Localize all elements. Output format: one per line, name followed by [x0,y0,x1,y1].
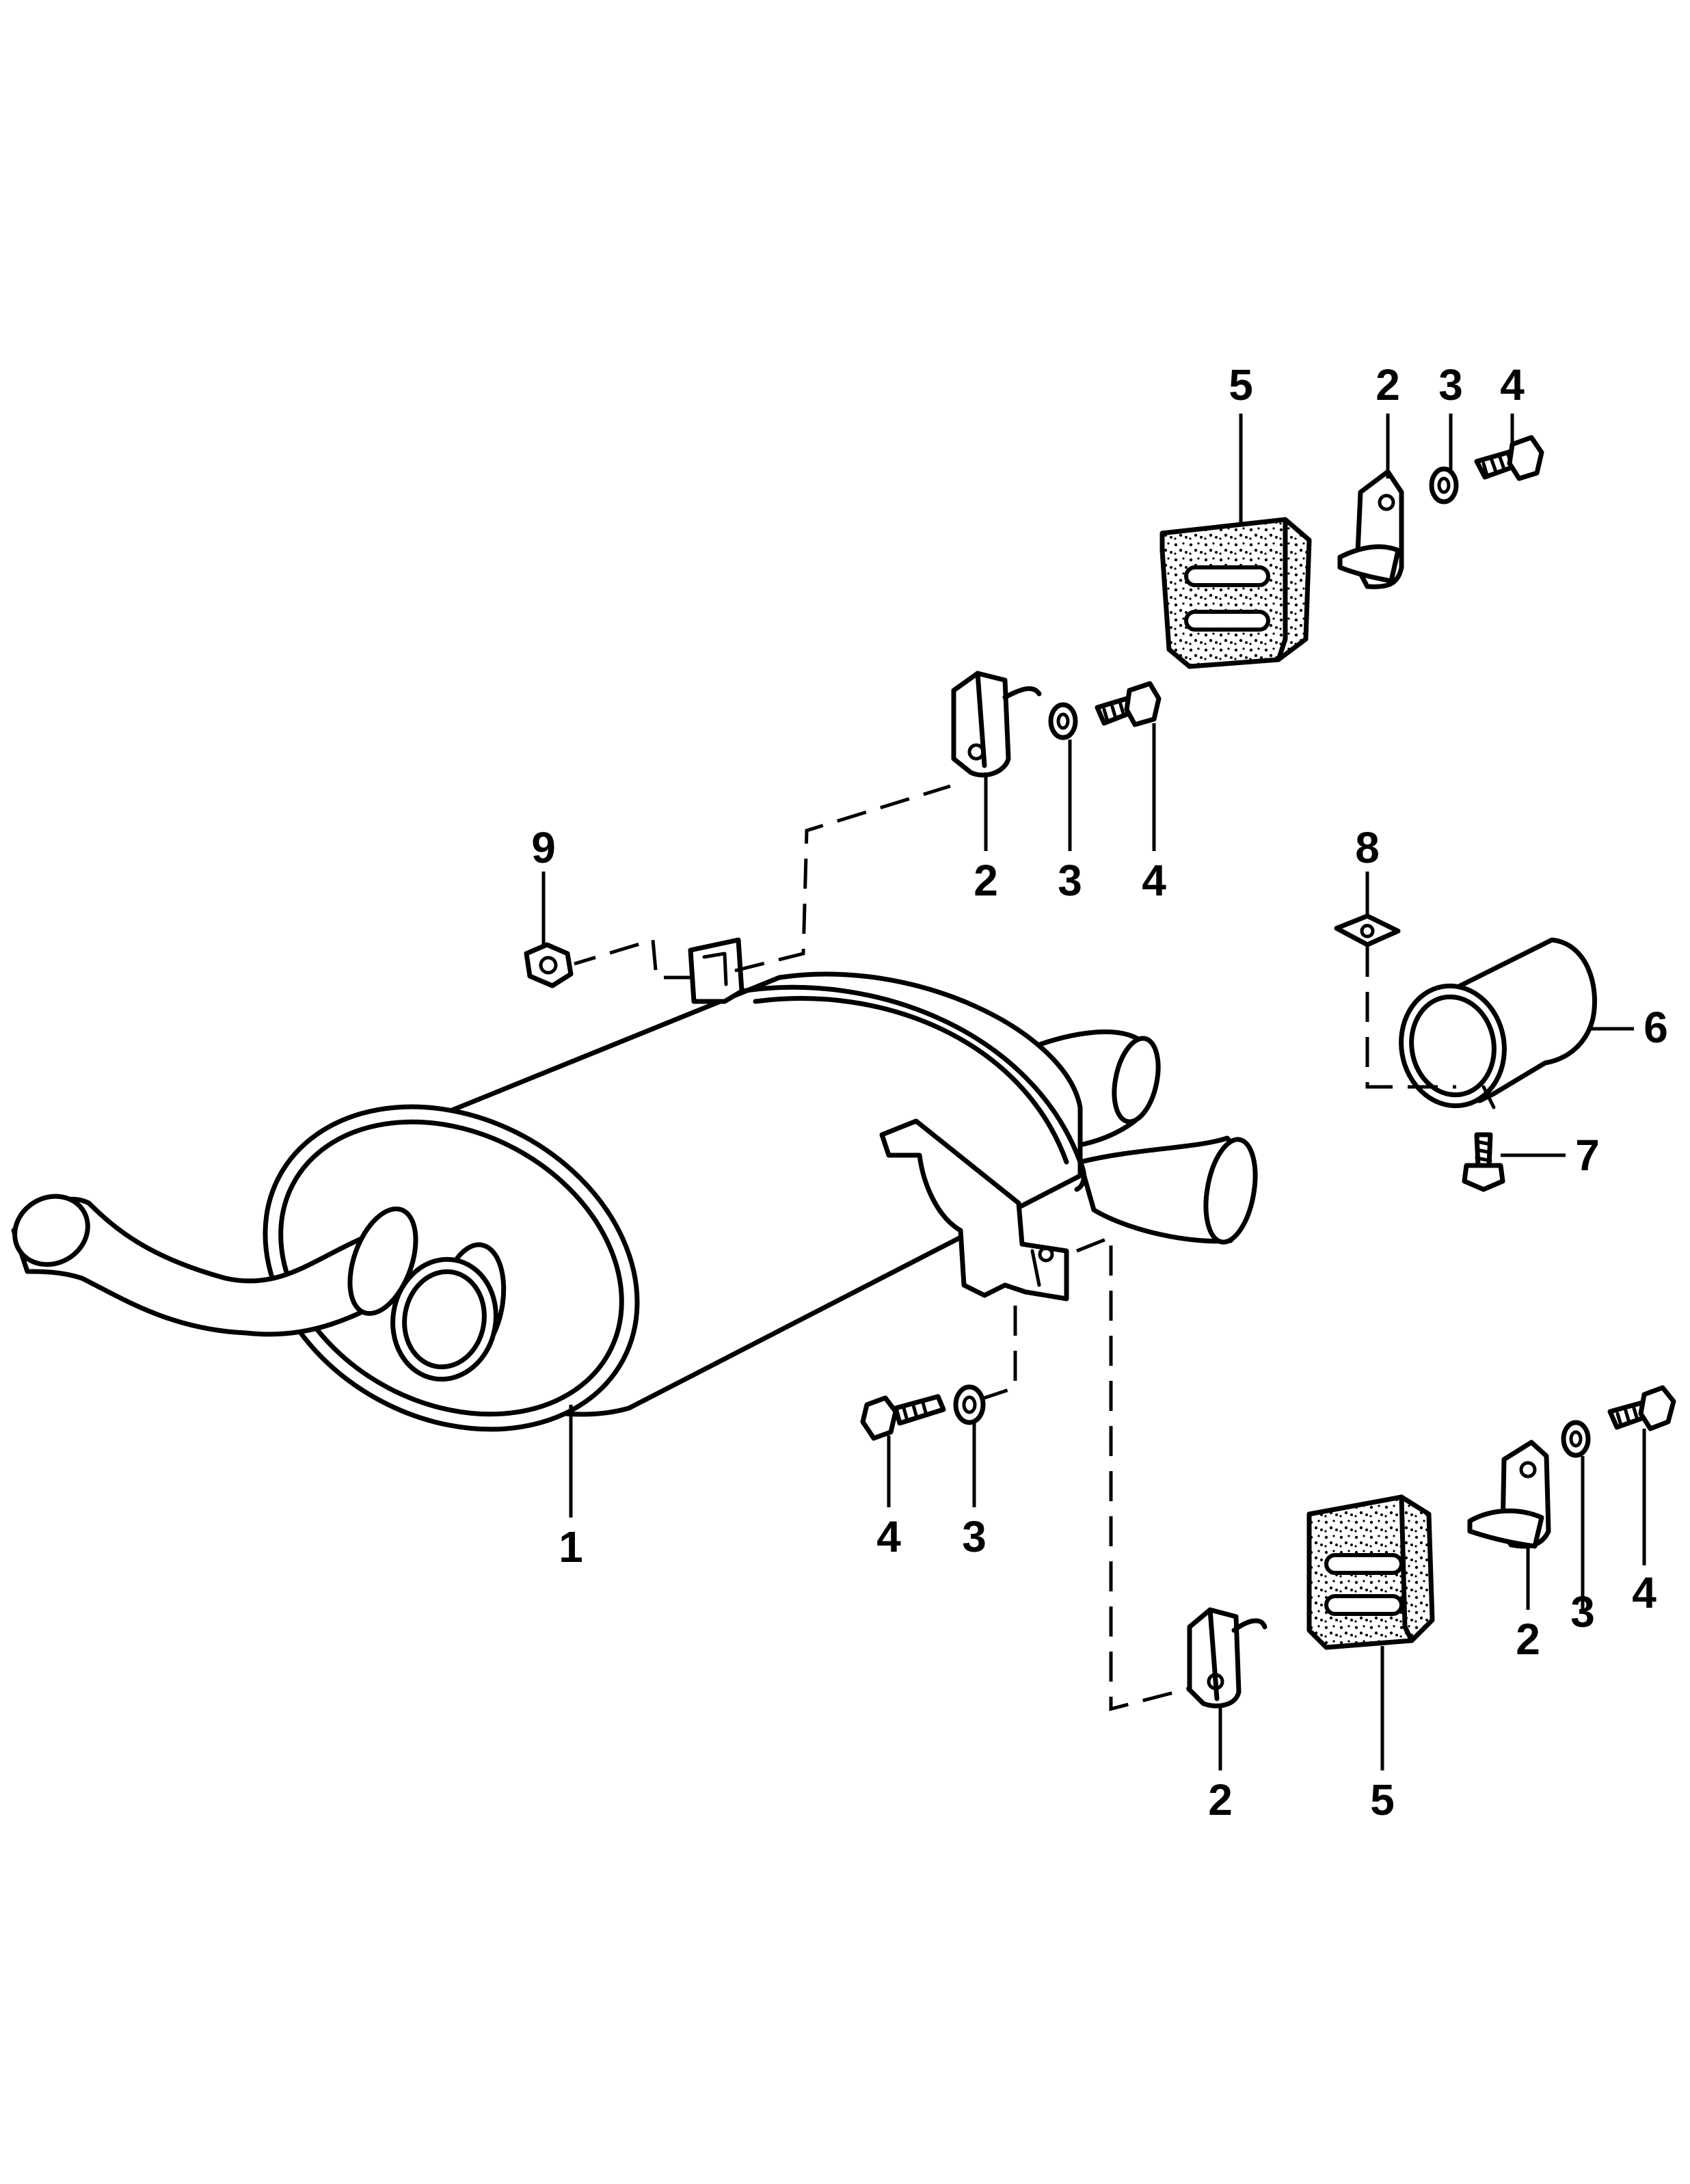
hanger-bracket-right [1467,1440,1551,1549]
callout-4-right: 4 [1632,1568,1657,1617]
callout-4-top: 4 [1500,360,1525,409]
washer-mid [1048,702,1078,740]
bolt-mid [1095,681,1162,727]
trim-screw [1462,1132,1505,1192]
outlet-stub [390,1256,498,1382]
assembly-lines [574,784,1456,1712]
clip-nut [1334,913,1401,947]
callout-3-right: 3 [1570,1587,1595,1636]
callout-2-mid: 2 [974,856,998,905]
hanger-bracket-top [1337,469,1404,589]
washer-low [953,1384,986,1425]
muffler-hanger-side [879,1118,1069,1302]
callout-9: 9 [531,823,556,872]
callout-5-top: 5 [1229,360,1253,409]
callout-5-bottom: 5 [1370,1775,1395,1824]
hanger-clamp-mid [951,671,1042,778]
callout-2-bottom: 2 [1208,1775,1233,1824]
tail-pipe-trim-opening [1399,983,1507,1109]
callout-3-mid: 3 [1058,856,1082,905]
callout-3-low: 3 [962,1512,987,1561]
callout-labels: 1 5 2 3 4 2 3 4 9 8 6 7 4 3 2 3 4 2 5 [531,360,1668,1824]
callout-6: 6 [1644,1003,1668,1052]
callout-8: 8 [1355,823,1380,872]
callout-3-top: 3 [1438,360,1463,409]
washer-top [1429,466,1459,504]
bolt-top [1474,435,1544,481]
rubber-mount-bottom [1306,1494,1435,1650]
callout-2-right: 2 [1516,1615,1540,1664]
washer-right [1561,1420,1591,1458]
bolt-low [860,1394,946,1441]
bolt-right [1607,1385,1676,1431]
muffler-hanger-top [688,937,745,1004]
callout-2-top: 2 [1376,360,1400,409]
rear-muffler [11,937,1258,1432]
callout-4-low: 4 [876,1512,901,1561]
rubber-mount-top [1159,517,1312,669]
callout-4-mid: 4 [1142,856,1166,905]
callout-7: 7 [1575,1131,1600,1180]
callout-1: 1 [559,1522,583,1572]
inlet-pipe-flange [12,1194,90,1267]
hanger-clamp-bottom [1187,1607,1268,1709]
tail-pipe-trim [1399,937,1597,1109]
hex-nut [524,942,574,988]
leader-lines [541,414,1646,1770]
